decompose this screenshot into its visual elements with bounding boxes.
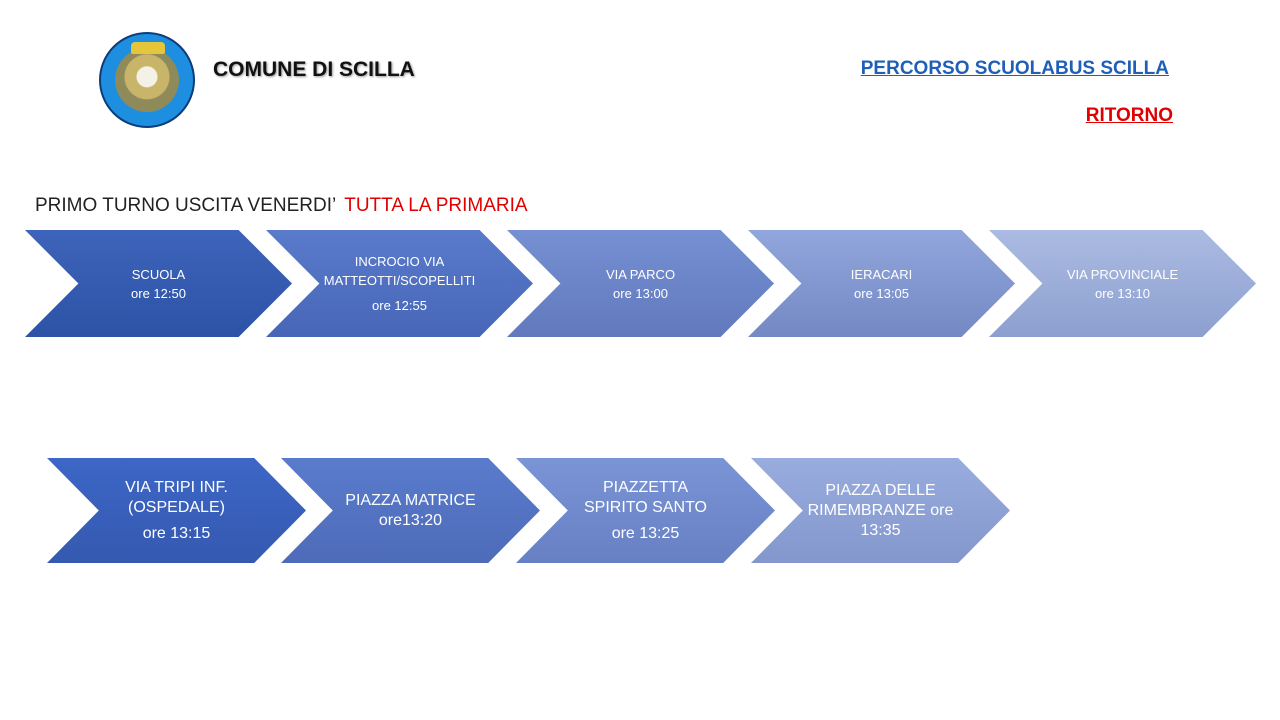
route-stop-chevron: VIA PROVINCIALE ore 13:10 — [989, 230, 1256, 337]
coat-of-arms-icon — [115, 48, 179, 112]
stop-name: VIA PARCO — [605, 266, 676, 282]
org-name: COMUNE DI SCILLA — [213, 58, 415, 81]
stop-name: IERACARI — [850, 266, 913, 282]
stop-name: PIAZZA DELLE RIMEMBRANZE ore — [807, 481, 954, 519]
group-label: TUTTA LA PRIMARIA — [344, 195, 528, 216]
route-stop-chevron: PIAZZETTA SPIRITO SANTO ore 13:25 — [516, 458, 775, 563]
comune-logo — [99, 32, 195, 128]
shift-label: PRIMO TURNO USCITA VENERDI’ — [35, 195, 337, 216]
stop-time: ore13:20 — [378, 511, 443, 529]
route-stop-chevron: INCROCIO VIA MATTEOTTI/SCOPELLITI ore 12:… — [266, 230, 533, 337]
route-title: PERCORSO SCUOLABUS SCILLA — [860, 58, 1169, 79]
route-stop-chevron: SCUOLA ore 12:50 — [25, 230, 292, 337]
stop-time: ore 12:55 — [372, 298, 427, 313]
route-stop-chevron: IERACARI ore 13:05 — [748, 230, 1015, 337]
stop-time: ore 12:50 — [131, 285, 186, 301]
stop-name: PIAZZA MATRICE — [345, 491, 476, 509]
route-stop-chevron: VIA TRIPI INF. (OSPEDALE) ore 13:15 — [47, 458, 306, 563]
stop-time: ore 13:25 — [611, 524, 680, 542]
stop-name: INCROCIO VIA MATTEOTTI/SCOPELLITI — [323, 254, 476, 288]
route-stop-chevron: PIAZZA MATRICE ore13:20 — [281, 458, 540, 563]
stop-time: ore 13:00 — [613, 285, 668, 301]
stop-name: VIA PROVINCIALE — [1066, 266, 1179, 282]
stop-time: ore 13:05 — [854, 285, 909, 301]
crown-icon — [131, 42, 165, 54]
stop-name: PIAZZETTA SPIRITO SANTO — [584, 478, 707, 516]
shift-subtitle: PRIMO TURNO USCITA VENERDI’ TUTTA LA PRIM… — [35, 195, 528, 217]
stop-time: ore 13:15 — [142, 524, 211, 542]
stop-time: 13:35 — [860, 521, 901, 539]
route-stop-chevron: VIA PARCO ore 13:00 — [507, 230, 774, 337]
direction-label: RITORNO — [1085, 105, 1173, 126]
stop-name: SCUOLA — [131, 266, 186, 282]
stop-time: ore 13:10 — [1095, 285, 1150, 301]
route-stop-chevron: PIAZZA DELLE RIMEMBRANZE ore 13:35 — [751, 458, 1010, 563]
stop-name: VIA TRIPI INF. (OSPEDALE) — [125, 478, 228, 516]
